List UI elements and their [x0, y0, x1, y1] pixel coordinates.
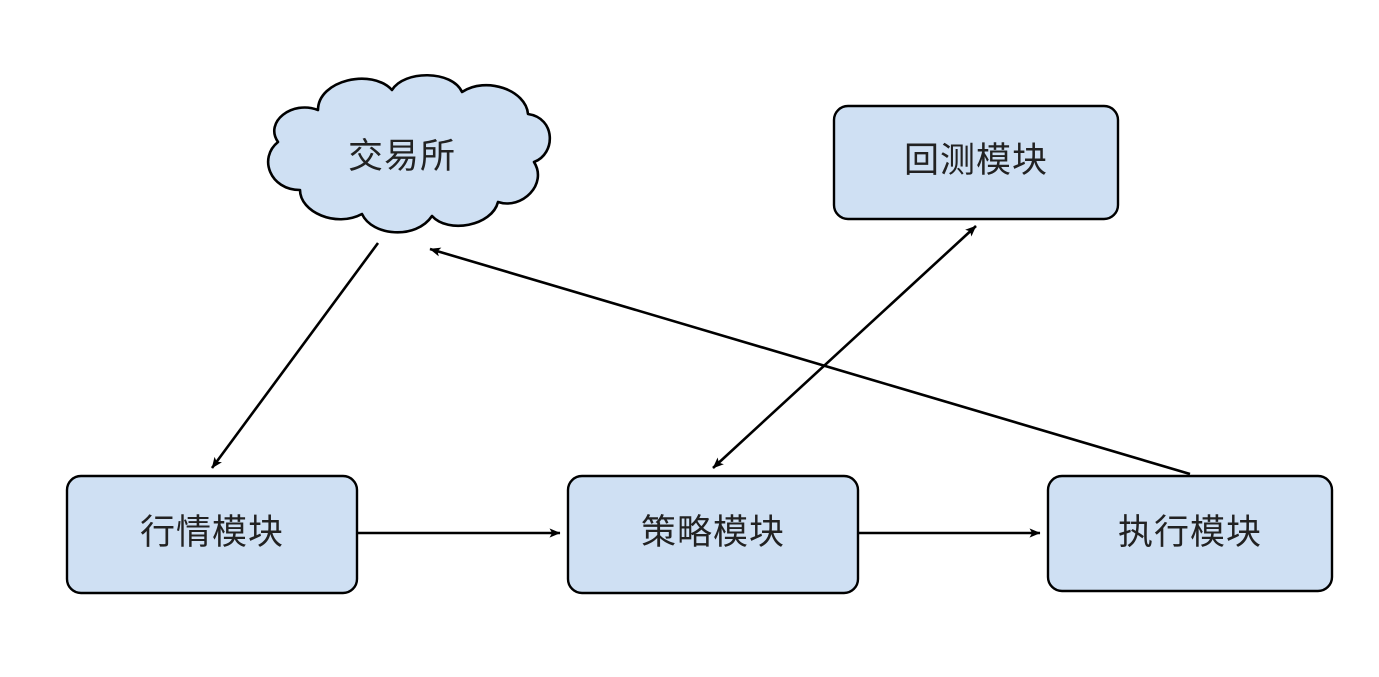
cloud-shape — [266, 73, 552, 234]
node-label-backtest: 回测模块 — [904, 141, 1048, 180]
edge-strategy-backtest-bidirectional — [712, 225, 977, 469]
backtest-box — [832, 104, 1120, 221]
edge-exchange-to-marketdata — [210, 242, 380, 469]
node-marketdata[interactable]: 行情模块 — [65, 474, 359, 595]
node-backtest[interactable]: 回测模块 — [832, 104, 1120, 221]
node-label-marketdata: 行情模块 — [140, 513, 284, 552]
edge-execution-to-exchange — [429, 247, 1191, 476]
node-exchange[interactable]: 交易所 — [266, 73, 552, 234]
marketdata-box — [65, 474, 359, 595]
node-label-strategy: 策略模块 — [641, 513, 785, 552]
node-strategy[interactable]: 策略模块 — [566, 474, 860, 595]
node-execution[interactable]: 执行模块 — [1046, 474, 1334, 593]
node-label-exchange: 交易所 — [348, 137, 456, 176]
edge-layer — [210, 225, 1191, 538]
node-label-execution: 执行模块 — [1118, 513, 1262, 552]
execution-box — [1046, 474, 1334, 593]
strategy-box — [566, 474, 860, 595]
